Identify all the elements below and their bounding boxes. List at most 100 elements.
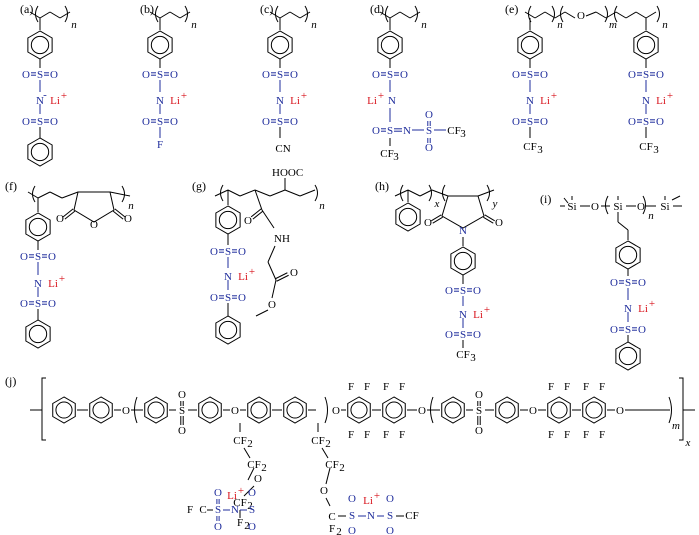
repeat-paren-right — [604, 5, 608, 23]
bond-line — [247, 467, 255, 481]
repeat-paren-left — [275, 5, 279, 23]
aromatic-circle — [385, 401, 403, 419]
oxygen-atom: O — [268, 299, 276, 311]
backbone-bond — [299, 11, 311, 19]
lithium-ion: Li — [48, 278, 58, 290]
panel-label: (h) — [375, 179, 389, 193]
oxygen-atom: O — [386, 525, 394, 535]
oxygen-atom: O — [238, 246, 246, 258]
lithium-ion: Li — [638, 303, 648, 315]
sulfur-atom: S — [527, 116, 533, 128]
aromatic-circle — [444, 401, 462, 419]
oxygen-atom: O — [124, 213, 132, 225]
aromatic-circle — [201, 401, 219, 419]
bond-line — [261, 209, 275, 229]
sulfur-atom: S — [225, 246, 231, 258]
amide-nh: NH — [274, 233, 290, 245]
oxygen-atom: O — [244, 215, 252, 227]
backbone-bond — [239, 189, 256, 197]
double-bond-line — [484, 214, 495, 222]
methyl-bond — [671, 195, 681, 201]
bracket-right — [679, 377, 684, 441]
nitrogen-atom: N — [34, 278, 42, 290]
fluorine-atom: F — [564, 381, 570, 393]
cyano-group: CN — [275, 143, 290, 155]
fluorine-atom: F — [237, 517, 243, 529]
sulfur-atom: S — [387, 125, 393, 137]
nitrogen-atom: N — [624, 303, 632, 315]
repeat-index: n — [71, 19, 77, 31]
oxygen-atom: O — [48, 298, 56, 310]
oxygen-atom: O — [90, 219, 98, 231]
backbone-bond — [399, 11, 411, 19]
backbone-bond — [635, 11, 647, 19]
aromatic-circle — [453, 251, 473, 271]
double-bond-line — [431, 214, 442, 222]
repeat-paren-right — [642, 195, 646, 215]
silicon-atom: Si — [613, 201, 622, 213]
sulfur-atom: S — [527, 69, 533, 81]
backbone-bond — [289, 11, 301, 19]
repeat-paren-right — [64, 5, 68, 23]
aromatic-circle — [218, 320, 238, 340]
plus-charge: + — [249, 266, 255, 278]
double-bond-line — [250, 208, 262, 218]
fluorine-atom: F — [599, 381, 605, 393]
aromatic-circle — [498, 401, 516, 419]
aromatic-circle — [618, 346, 638, 366]
sulfur-atom: S — [349, 510, 355, 522]
aromatic-circle — [250, 401, 268, 419]
subscript: 2 — [325, 438, 331, 450]
aromatic-circle — [286, 401, 304, 419]
repeat-index: m — [672, 420, 680, 432]
repeat-index: n — [191, 19, 197, 31]
silicon-atom: Si — [567, 201, 576, 213]
subscript: 2 — [339, 462, 345, 474]
phenyl-ring — [27, 137, 53, 167]
bond-line — [254, 189, 263, 211]
sulfur-atom: S — [625, 277, 631, 289]
repeat-index: x — [434, 198, 440, 210]
repeat-paren-left — [32, 185, 36, 203]
plus-charge: + — [301, 90, 307, 102]
double-bond-line — [483, 216, 494, 224]
fluorine-atom: F — [348, 381, 354, 393]
plus-charge: + — [374, 490, 380, 502]
double-bond-line — [432, 216, 443, 224]
backbone-bond — [284, 189, 301, 197]
aromatic-circle — [618, 245, 638, 265]
oxygen-atom: O — [238, 292, 246, 304]
silicon-atom: Si — [660, 201, 669, 213]
fluorine-atom: F — [383, 381, 389, 393]
fluorine-atom: F — [399, 429, 405, 441]
aromatic-circle — [380, 35, 400, 55]
plus-charge: + — [238, 485, 244, 497]
lithium-ion: Li — [540, 95, 550, 107]
phenyl-ring — [25, 319, 51, 349]
carbon-atom: C — [199, 504, 206, 516]
backbone-bond — [169, 11, 181, 19]
panel-label: (a) — [20, 2, 33, 16]
backbone-bond — [389, 11, 401, 19]
fluorine-atom: F — [348, 429, 354, 441]
oxygen-atom: O — [473, 285, 481, 297]
backbone-bond — [625, 11, 637, 19]
oxygen-atom: O — [20, 298, 28, 310]
panel-label: (d) — [370, 2, 384, 16]
subscript: 2 — [244, 520, 250, 532]
oxygen-atom: O — [50, 116, 58, 128]
oxygen-atom: O — [50, 69, 58, 81]
aromatic-circle — [585, 401, 603, 419]
sulfone-sulfur: S — [476, 405, 482, 417]
sulfur-atom: S — [387, 69, 393, 81]
backbone-bond — [269, 189, 286, 197]
phenyl-ring — [347, 396, 371, 424]
oxygen-atom: O — [475, 425, 483, 437]
backbone-bond — [431, 189, 449, 197]
difluoromethylene: CF — [233, 435, 246, 447]
lithium-ion: Li — [238, 271, 248, 283]
panel-label: (c) — [260, 2, 273, 16]
backbone-bond — [214, 189, 229, 197]
backbone-bond — [37, 191, 51, 199]
